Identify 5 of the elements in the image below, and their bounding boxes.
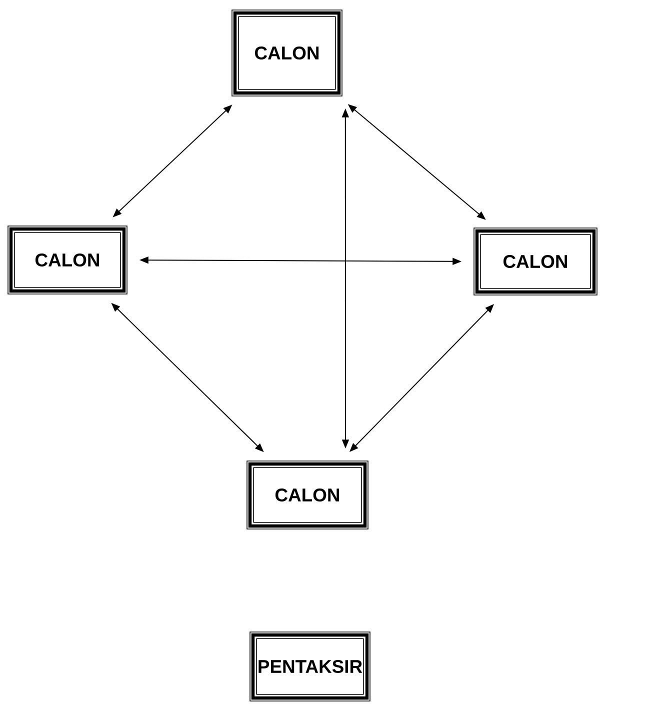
text-box: CALON	[8, 226, 128, 294]
text-box: CALON	[246, 460, 368, 530]
text-box: CALON	[232, 10, 342, 96]
text-box: PENTAKSIR	[250, 632, 370, 702]
text-box: CALON	[474, 228, 598, 296]
